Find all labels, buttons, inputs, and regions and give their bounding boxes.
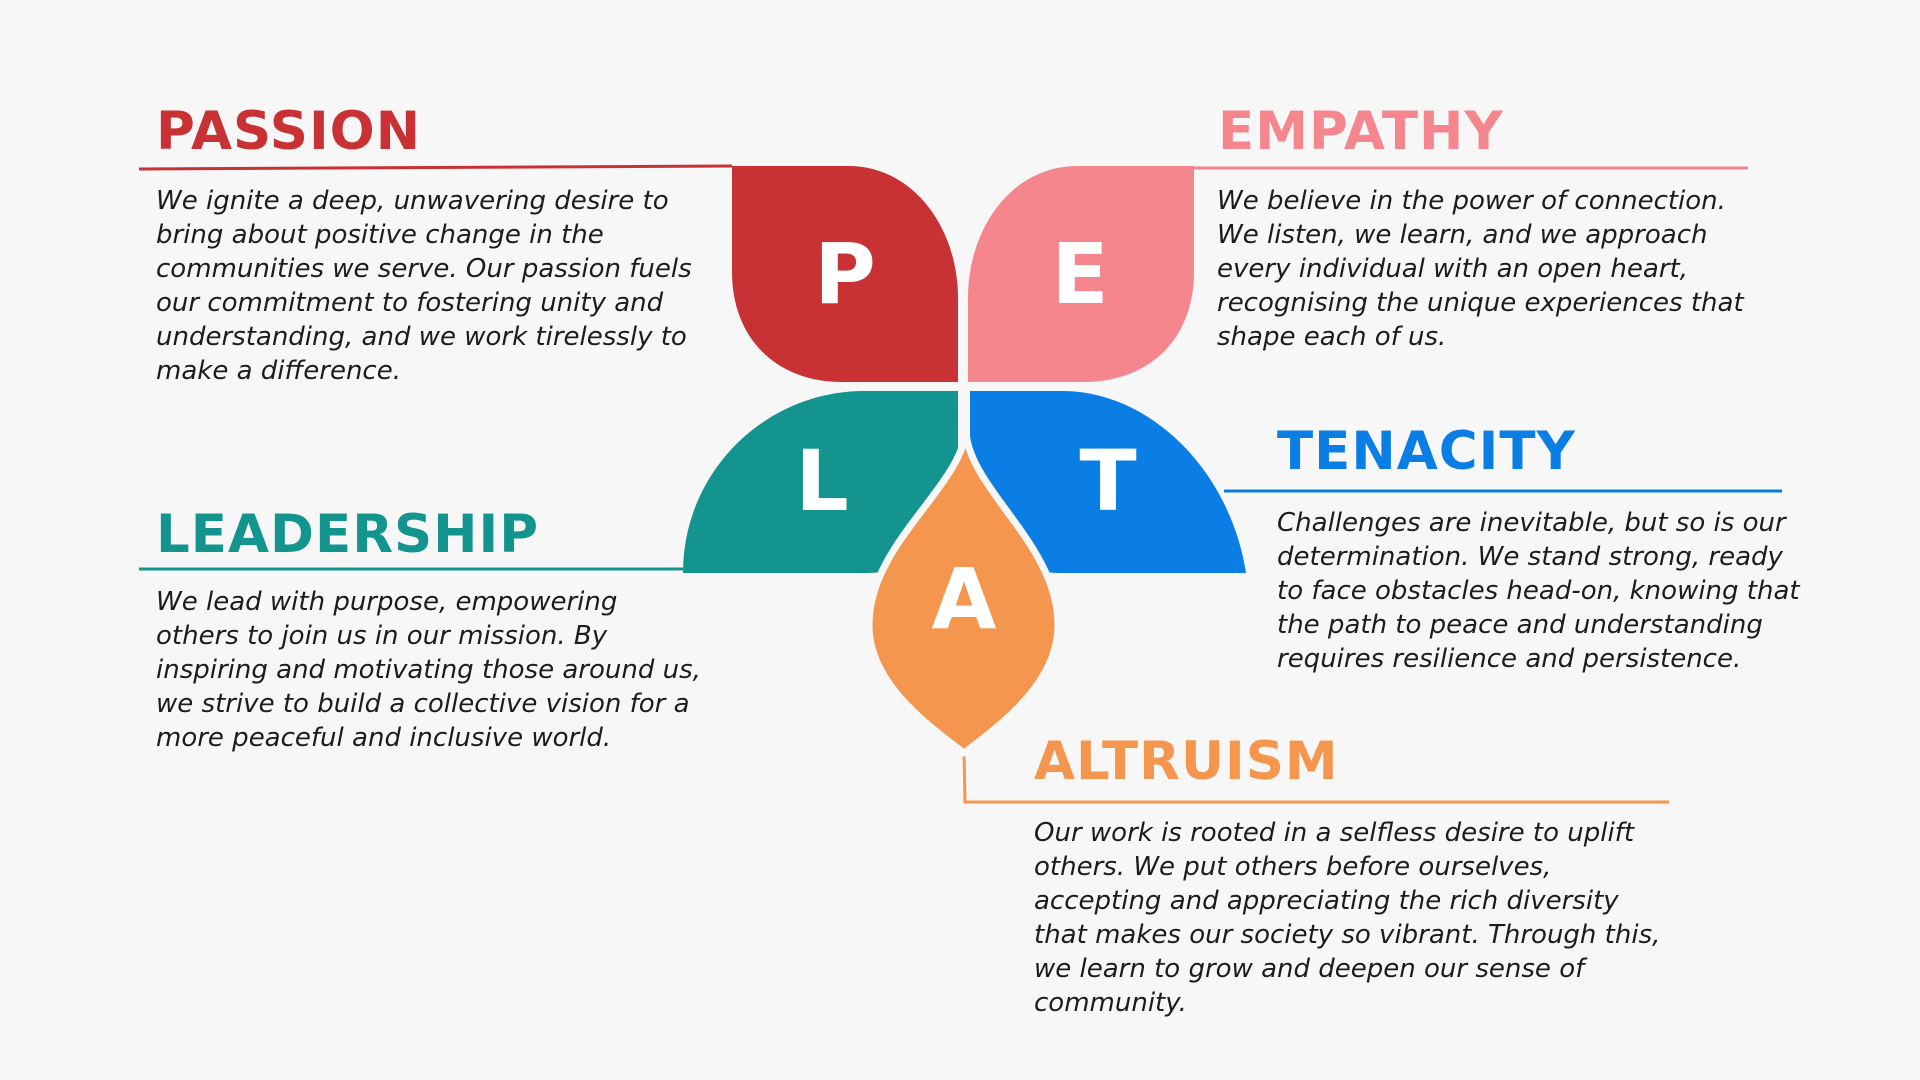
petal-leadership <box>683 391 958 573</box>
altruism-connector <box>962 752 1669 804</box>
empathy-description: We believe in the power of connection. W… <box>1217 186 1744 352</box>
petal-letter-a: A <box>931 550 996 648</box>
tenacity-heading: TENACITY <box>1277 421 1576 482</box>
petal-passion <box>732 166 958 382</box>
passion-heading: PASSION <box>156 101 422 162</box>
altruism-description: Our work is rooted in a selfless desire … <box>1034 818 1661 1018</box>
leadership-description: We lead with purpose, empowering others … <box>156 587 701 753</box>
leadership-heading: LEADERSHIP <box>156 504 540 565</box>
petal-empathy <box>968 166 1194 382</box>
petal-letter-t: T <box>1079 432 1136 530</box>
tenacity-description: Challenges are inevitable, but so is our… <box>1277 508 1800 674</box>
passion-underline <box>138 164 733 171</box>
petal-tenacity <box>970 391 1246 573</box>
petal-altruism <box>865 428 1062 757</box>
empathy-heading: EMPATHY <box>1218 101 1504 162</box>
altruism-heading: ALTRUISM <box>1034 731 1339 792</box>
petal-letter-e: E <box>1051 225 1108 323</box>
passion-description: We ignite a deep, unwavering desire to b… <box>156 186 692 386</box>
petal-letter-l: L <box>795 432 849 530</box>
petal-letter-p: P <box>814 225 876 323</box>
